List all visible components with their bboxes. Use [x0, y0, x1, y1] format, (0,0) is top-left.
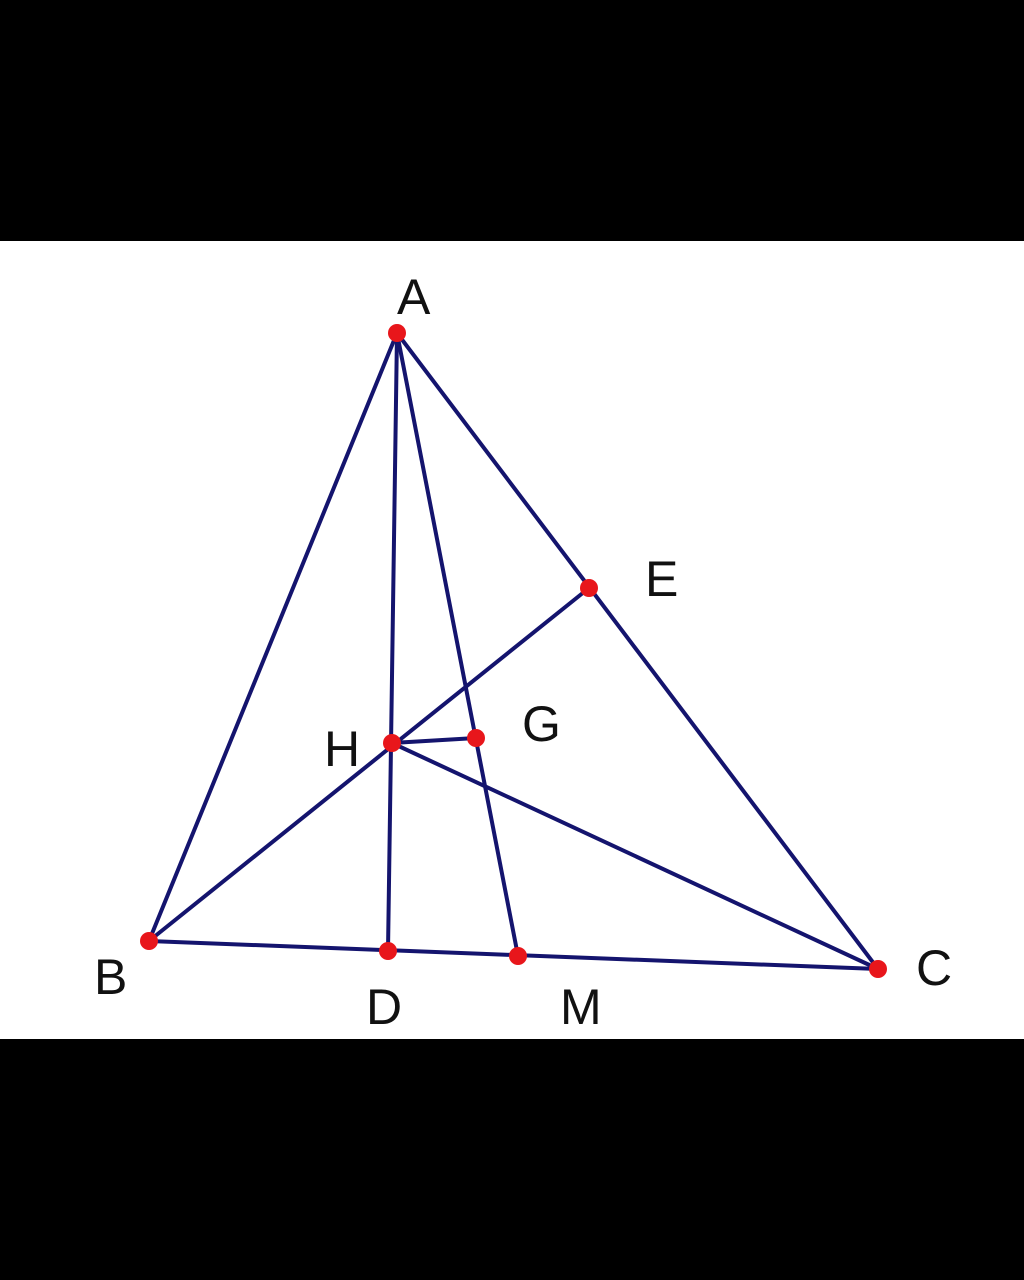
segment-AB: [147, 331, 399, 943]
point-C: [869, 960, 887, 978]
label-H: H: [324, 721, 361, 777]
label-A: A: [397, 269, 431, 325]
top-letterbox: [0, 0, 1024, 241]
point-E: [580, 579, 598, 597]
label-E: E: [645, 551, 679, 607]
points-layer: [140, 324, 887, 978]
segment-HC: [390, 741, 880, 971]
point-M: [509, 947, 527, 965]
label-M: M: [560, 979, 602, 1035]
point-H: [383, 734, 401, 752]
point-G: [467, 729, 485, 747]
segment-AC: [395, 331, 880, 971]
bottom-letterbox: [0, 1039, 1024, 1280]
segment-AM: [395, 331, 520, 958]
point-D: [379, 942, 397, 960]
point-A: [388, 324, 406, 342]
segment-BE: [147, 586, 591, 943]
label-G: G: [522, 696, 561, 752]
segment-AD: [386, 331, 399, 953]
label-D: D: [366, 979, 403, 1035]
segments-layer: [147, 331, 880, 971]
point-B: [140, 932, 158, 950]
label-C: C: [916, 940, 953, 996]
label-B: B: [94, 949, 128, 1005]
geometry-canvas: [0, 241, 1024, 1039]
segment-HG: [390, 736, 478, 745]
